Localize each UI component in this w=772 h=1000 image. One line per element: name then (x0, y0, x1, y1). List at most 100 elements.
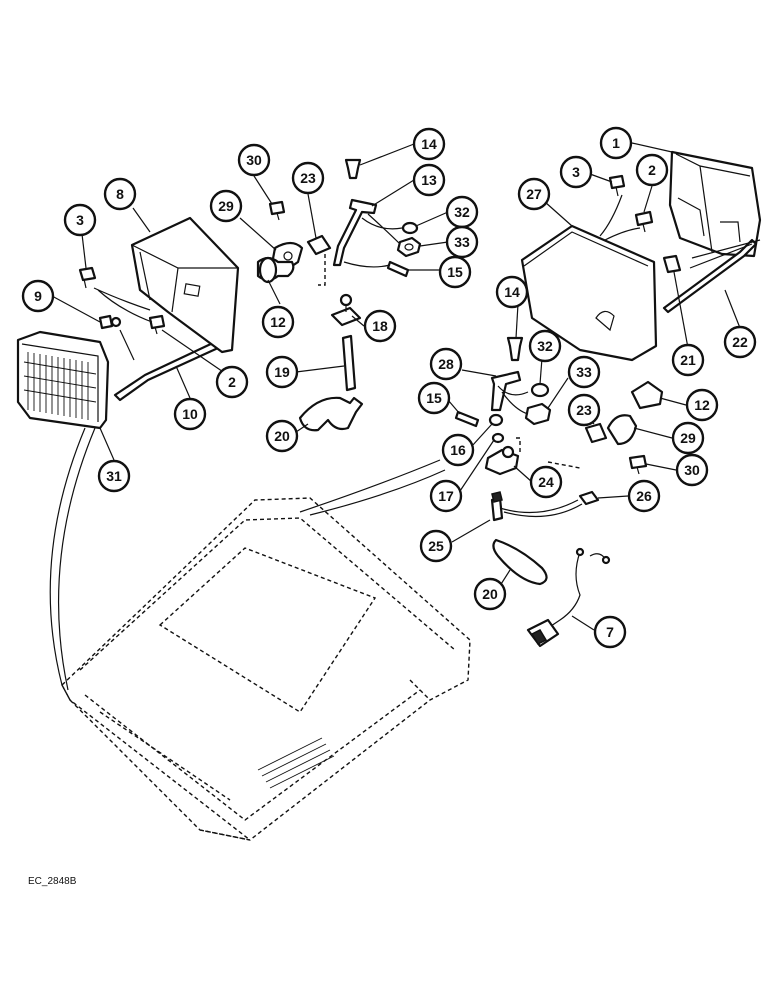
callout-3-left: 3 (63, 203, 97, 237)
screw-right-lower (628, 454, 648, 475)
spring-clip-right (578, 490, 600, 506)
screw-centre-top (268, 200, 286, 221)
work-lamp-left (16, 330, 110, 430)
callout-29: 29 (209, 189, 243, 223)
svg-text:31: 31 (106, 468, 122, 484)
callout-25: 25 (419, 529, 453, 563)
callout-20: 20 (265, 419, 299, 453)
svg-text:7: 7 (606, 624, 614, 640)
svg-text:21: 21 (680, 352, 696, 368)
adjuster-knob-centre (330, 293, 362, 327)
svg-text:10: 10 (182, 406, 198, 422)
washer-small-17 (491, 432, 505, 444)
callout-16: 16 (441, 433, 475, 467)
svg-text:2: 2 (648, 162, 656, 178)
callout-1: 1 (599, 126, 633, 160)
washer-centre (401, 221, 419, 235)
callout-32-right: 32 (528, 329, 562, 363)
callout-2-left: 2 (215, 365, 249, 399)
washer-small-16 (488, 413, 504, 427)
svg-text:27: 27 (526, 186, 542, 202)
callout-8: 8 (103, 177, 137, 211)
screw-left (148, 314, 166, 335)
svg-text:14: 14 (504, 284, 520, 300)
svg-text:28: 28 (438, 356, 454, 372)
bushing-right (584, 422, 608, 444)
mirror-arm-right (490, 370, 522, 412)
mounting-plate-right (606, 414, 638, 446)
screw-right (634, 210, 654, 233)
svg-text:33: 33 (454, 234, 470, 250)
grommet-cone-centre (256, 256, 295, 284)
svg-text:15: 15 (426, 390, 442, 406)
svg-text:14: 14 (421, 136, 437, 152)
pin-centre (344, 158, 362, 180)
mirror-arm-centre (332, 198, 378, 267)
svg-text:13: 13 (421, 172, 437, 188)
callout-29-right: 29 (671, 421, 705, 455)
callout-3: 3 (559, 155, 593, 189)
callout-22: 22 (723, 325, 757, 359)
bolt-left (78, 266, 97, 289)
lamp-bracket-left (113, 340, 220, 402)
svg-text:22: 22 (732, 334, 748, 350)
svg-text:24: 24 (538, 474, 554, 490)
svg-text:18: 18 (372, 318, 388, 334)
svg-text:20: 20 (274, 428, 290, 444)
callout-13: 13 (412, 163, 446, 197)
svg-text:3: 3 (76, 212, 84, 228)
svg-text:33: 33 (576, 364, 592, 380)
callout-17: 17 (429, 479, 463, 513)
callout-30: 30 (237, 143, 271, 177)
reference-code: EC_2848B (28, 876, 77, 887)
callout-33: 33 (445, 225, 479, 259)
cab-roof (61, 497, 471, 841)
svg-text:1: 1 (612, 135, 620, 151)
svg-text:30: 30 (684, 462, 700, 478)
wiring-harness (526, 547, 611, 648)
svg-text:2: 2 (228, 374, 236, 390)
svg-text:32: 32 (454, 204, 470, 220)
callout-2: 2 (635, 153, 669, 187)
roll-pin-centre (386, 260, 410, 278)
svg-text:12: 12 (270, 314, 286, 330)
callout-28: 28 (429, 347, 463, 381)
mirror-handle-centre (298, 396, 364, 432)
grommet-cone-right (630, 380, 664, 410)
svg-text:12: 12 (694, 397, 710, 413)
callout-27: 27 (517, 177, 551, 211)
clip-bolt-left (110, 316, 122, 328)
svg-text:16: 16 (450, 442, 466, 458)
svg-text:19: 19 (274, 364, 290, 380)
callout-26: 26 (627, 479, 661, 513)
callout-19: 19 (265, 355, 299, 389)
nut-right (524, 402, 552, 426)
callout-14-right: 14 (495, 275, 529, 309)
callouts: 1 2 3 27 14 13 32 33 15 23 30 29 8 3 9 2… (21, 126, 757, 649)
svg-text:32: 32 (537, 338, 553, 354)
roof-vent-grille (257, 737, 335, 789)
svg-text:25: 25 (428, 538, 444, 554)
svg-text:29: 29 (218, 198, 234, 214)
lamp-housing-right (520, 224, 658, 362)
lamp-housing-left (130, 216, 240, 354)
callout-32: 32 (445, 195, 479, 229)
callout-18: 18 (363, 309, 397, 343)
callout-30-right: 30 (675, 453, 709, 487)
svg-text:8: 8 (116, 186, 124, 202)
callout-7: 7 (593, 615, 627, 649)
callout-9: 9 (21, 279, 55, 313)
leader-lines (51, 142, 761, 631)
callout-24: 24 (529, 465, 563, 499)
clip-left (98, 314, 114, 330)
svg-text:29: 29 (680, 430, 696, 446)
nut-centre (396, 236, 422, 258)
callout-31: 31 (97, 459, 131, 493)
svg-text:30: 30 (246, 152, 262, 168)
callout-10: 10 (173, 397, 207, 431)
svg-text:3: 3 (572, 164, 580, 180)
pin-right (506, 336, 524, 362)
roll-pin-right (454, 410, 480, 428)
callout-15-right: 15 (417, 381, 451, 415)
